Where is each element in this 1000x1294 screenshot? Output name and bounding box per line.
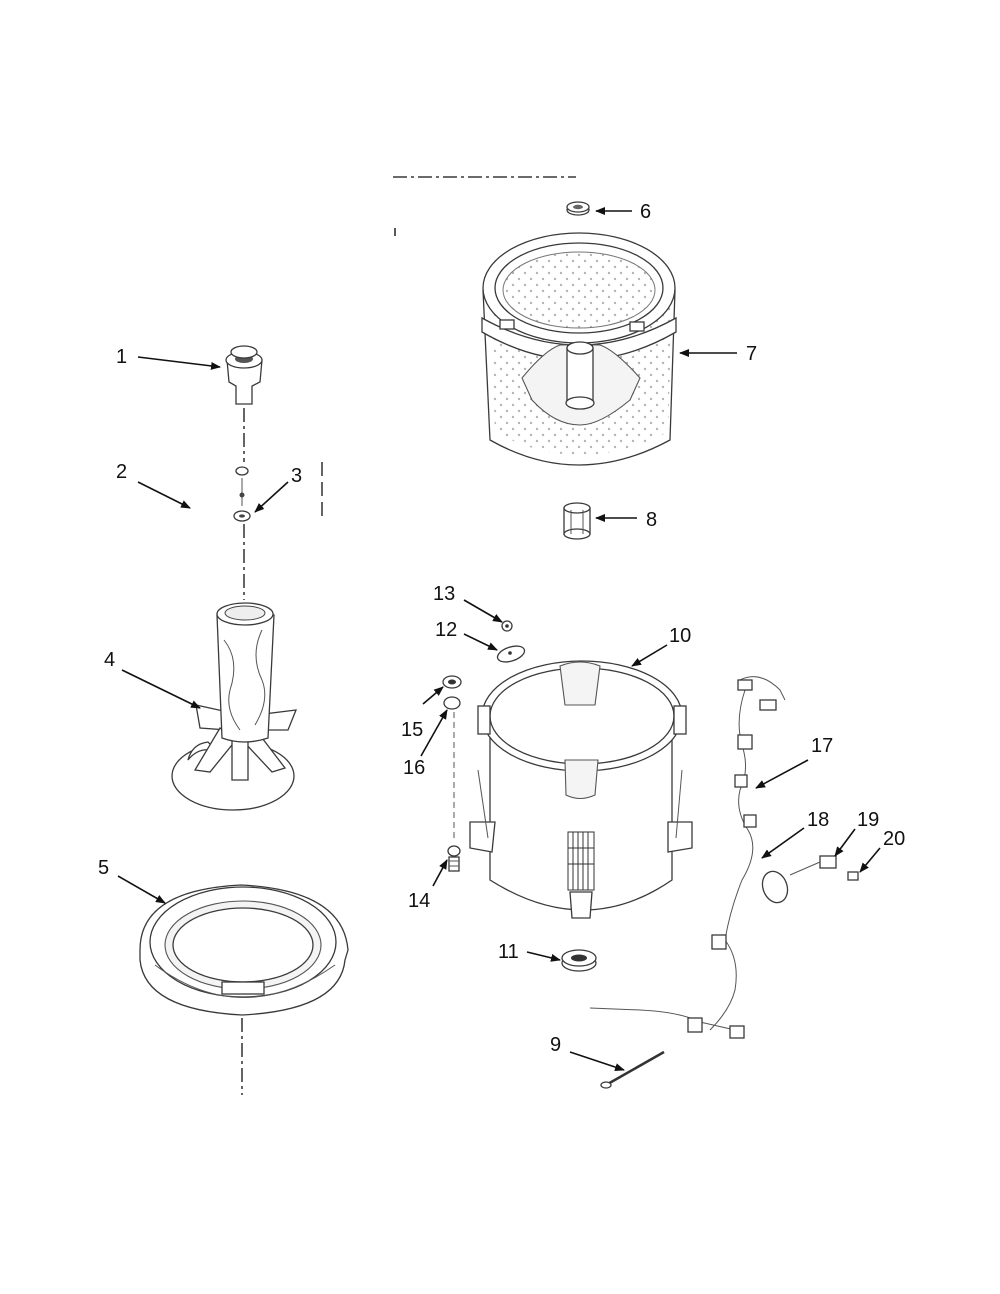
leader-10 [631, 644, 668, 667]
callout-11: 11 [498, 941, 519, 963]
callout-3: 3 [291, 465, 302, 487]
leader-12 [463, 633, 498, 651]
leader-2 [137, 481, 191, 509]
callout-10: 10 [669, 625, 691, 647]
part-6-nut [566, 201, 590, 216]
leader-18 [761, 827, 805, 859]
part-8-hub [563, 502, 591, 540]
callout-14: 14 [408, 890, 430, 912]
callout-15: 15 [401, 719, 423, 741]
part-10-outer-tub [469, 660, 693, 919]
part-5-tub-ring [139, 884, 349, 1016]
part-3-washer [233, 510, 251, 522]
callout-12: 12 [435, 619, 457, 641]
callout-6: 6 [640, 201, 651, 223]
part-11-seal [561, 949, 597, 972]
callout-19: 19 [857, 809, 879, 831]
leader-13 [463, 599, 503, 623]
callout-13: 13 [433, 583, 455, 605]
callout-2: 2 [116, 461, 127, 483]
callout-16: 16 [403, 757, 425, 779]
part-12-cover [496, 645, 526, 663]
leader-5 [117, 875, 166, 904]
leader-11 [526, 951, 561, 962]
callout-7: 7 [746, 343, 757, 365]
leader-9 [569, 1051, 625, 1071]
part-19-connector [789, 855, 837, 876]
part-2-bolt [235, 466, 249, 506]
leader-19 [834, 828, 856, 857]
callout-9: 9 [550, 1034, 561, 1056]
reference-line [393, 176, 576, 236]
part-17-wire-harness [589, 676, 786, 1039]
leader-17 [755, 759, 809, 789]
callout-17: 17 [811, 735, 833, 757]
part-16-cap [443, 696, 461, 838]
part-13-screw [501, 620, 513, 632]
leader-15 [422, 686, 444, 705]
callout-20: 20 [883, 828, 905, 850]
part-1-agitator-cap [225, 345, 263, 405]
leader-20 [859, 847, 881, 873]
part-18-sensor-ring [761, 870, 789, 904]
callout-5: 5 [98, 857, 109, 879]
leader-16 [420, 709, 448, 757]
part-9-rod [600, 1050, 665, 1089]
part-4-agitator [171, 602, 298, 811]
callout-1: 1 [116, 346, 127, 368]
leader-14 [432, 859, 448, 887]
callout-8: 8 [646, 509, 657, 531]
part-15-grommet [442, 675, 462, 689]
leader-4 [121, 669, 201, 709]
part-7-basket [481, 232, 677, 466]
callout-18: 18 [807, 809, 829, 831]
part-14-spring [447, 845, 461, 872]
leader-1 [137, 356, 221, 370]
leader-lines [117, 207, 881, 1071]
callout-4: 4 [104, 649, 115, 671]
callout-labels: 1 2 3 4 5 6 7 8 9 10 11 12 13 14 15 16 1… [98, 201, 905, 1056]
part-20-clip [847, 871, 859, 881]
leader-3 [254, 481, 289, 513]
